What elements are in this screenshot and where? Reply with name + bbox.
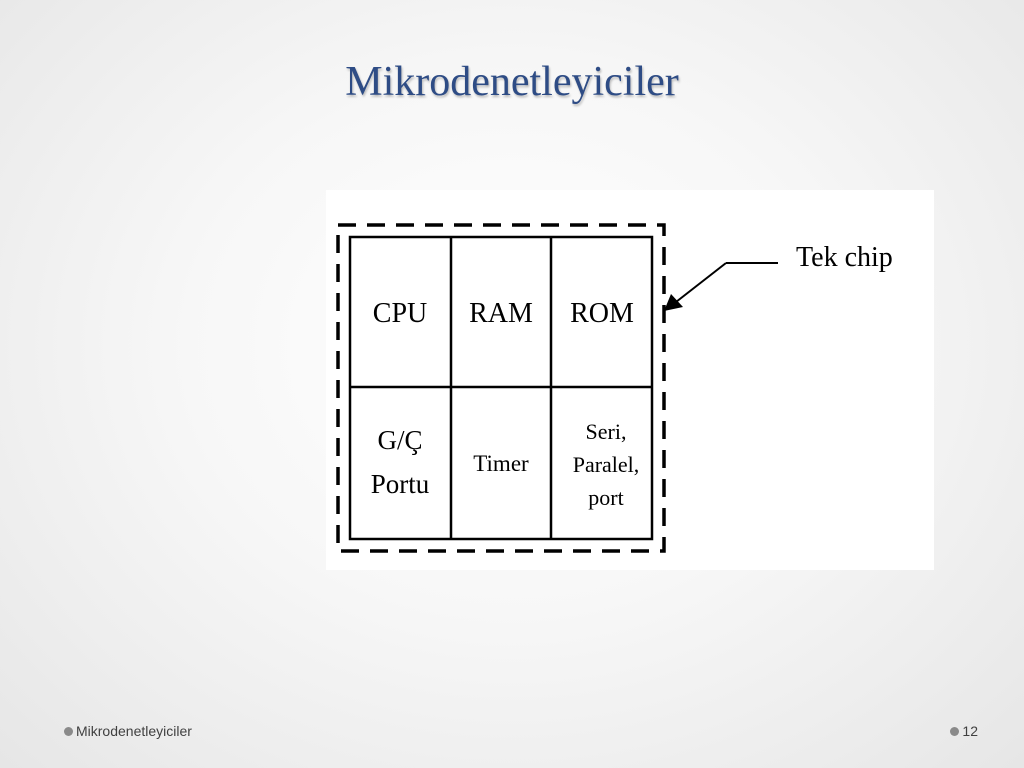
cell-io-line2: Portu [371,469,430,499]
cell-serial-line1: Seri, [586,419,627,444]
diagram-canvas: CPU RAM ROM G/Ç Portu Timer Seri, Parale… [336,223,893,553]
cell-cpu: CPU [373,298,427,329]
cell-rom: ROM [570,298,634,329]
slide-title: Mikrodenetleyiciler [345,59,679,105]
footer-left: Mikrodenetleyiciler [64,723,192,739]
cell-io-line1: G/Ç [377,425,422,455]
cell-timer: Timer [473,451,529,476]
cell-serial-line2: Paralel, [573,452,640,477]
bullet-dot-icon [950,726,960,736]
page-number: 12 [962,723,978,739]
cell-serial-line3: port [588,485,623,510]
callout-arrow-line [675,262,727,303]
callout-label: Tek chip [796,242,893,273]
bullet-dot-icon [64,726,73,736]
footer-title: Mikrodenetleyiciler [76,723,192,739]
callout-arrowhead [664,294,683,311]
microcontroller-diagram: CPU RAM ROM G/Ç Portu Timer Seri, Parale… [326,190,934,570]
cell-ram: RAM [469,298,533,329]
chip-boundary [336,223,666,553]
footer-right: 12 [950,723,978,739]
